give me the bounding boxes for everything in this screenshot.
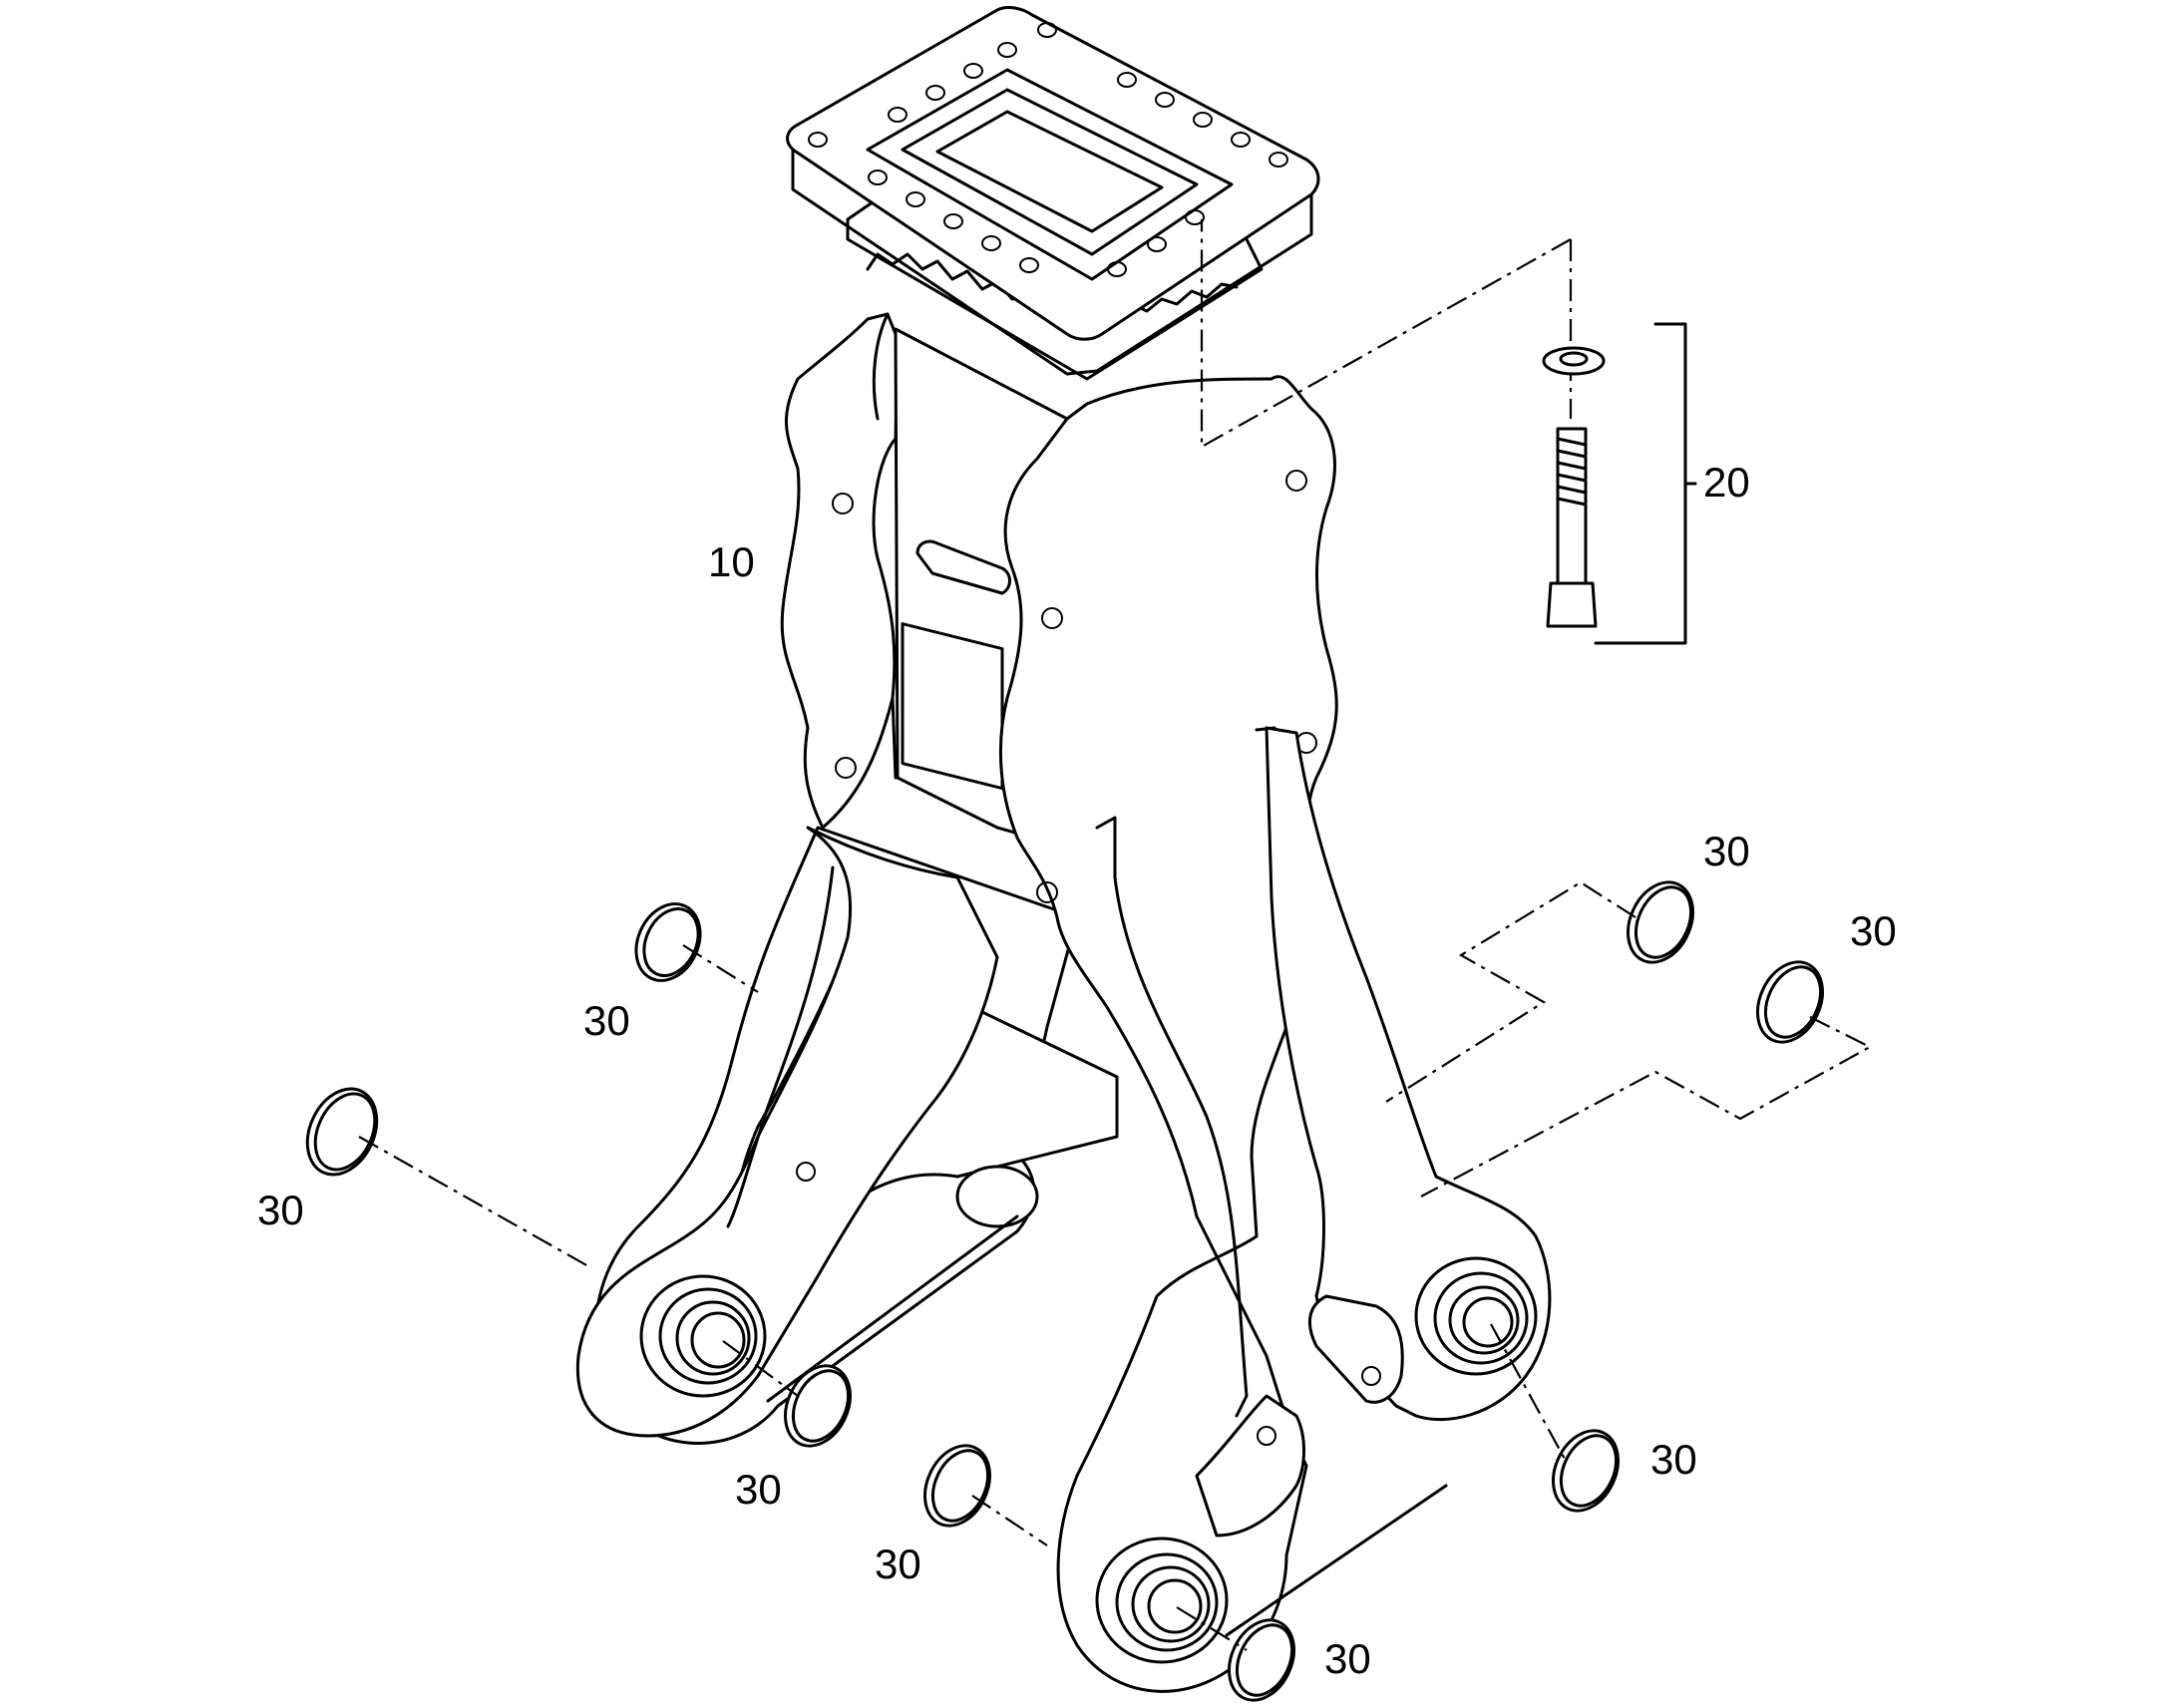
ring (1756, 960, 1824, 1044)
frame-front-left-leg-edge (726, 865, 835, 1228)
ring-leader (682, 944, 759, 993)
axle-line (1225, 1484, 1448, 1637)
ring-leader (1176, 1606, 1248, 1651)
callout-ring: 30 (583, 997, 630, 1044)
bolt-hole (832, 493, 854, 514)
washer (1542, 346, 1606, 376)
callout-ring: 30 (1703, 828, 1750, 874)
flange-bolt-holes (808, 22, 1288, 277)
bolt-hole (1285, 470, 1307, 492)
axle-line (766, 1214, 1019, 1403)
ring-inner (1559, 1434, 1619, 1508)
ring-leader (1420, 1016, 1873, 1197)
bolt-hole (835, 757, 857, 779)
rear-hub (955, 1165, 1039, 1228)
callout-ring: 30 (257, 1187, 304, 1233)
callout-frame: 10 (708, 538, 755, 585)
ring-leader (722, 1340, 799, 1397)
flange-opening-step (935, 110, 1164, 233)
screw-thread (1556, 437, 1588, 507)
callout-ring: 30 (1650, 1436, 1697, 1483)
frame-right-column (998, 375, 1338, 1693)
bolt-hole (1036, 881, 1058, 903)
screw-head (1546, 581, 1598, 628)
screw-kit (1200, 219, 1697, 645)
ring-inner (1634, 885, 1693, 959)
ring-leader (971, 1495, 1048, 1546)
ring-leader (1385, 880, 1636, 1103)
ring-inner (1763, 965, 1823, 1039)
callout-labels: 10 20 30 30 30 30 30 30 30 30 (257, 459, 1897, 1682)
slot-plate (915, 539, 1011, 595)
frame-part (575, 6, 1552, 1693)
ring (1552, 1429, 1620, 1513)
frame-left-column (780, 312, 900, 830)
callout-screw-kit: 20 (1703, 459, 1750, 506)
ring (784, 1364, 852, 1448)
screw-projection (1200, 219, 1572, 449)
screw-kit-bracket (1594, 322, 1697, 645)
callout-ring: 30 (735, 1466, 782, 1513)
ring-inner (1235, 1623, 1294, 1697)
callout-ring: 30 (1850, 907, 1897, 954)
callout-ring: 30 (1324, 1635, 1371, 1682)
grease-nipple (796, 1162, 816, 1182)
washer-hole (1559, 351, 1589, 367)
grease-nipple (1257, 1426, 1276, 1446)
top-flange (786, 6, 1320, 381)
ring-leader (1490, 1323, 1567, 1462)
flange-opening (866, 68, 1234, 281)
ring-leader (358, 1136, 589, 1267)
front-right-hub-block (1195, 1394, 1305, 1537)
right-hub (1414, 1256, 1538, 1376)
ring (1627, 880, 1694, 964)
flange-edge (791, 148, 1313, 376)
ring (923, 1444, 991, 1528)
ring-inner (930, 1449, 990, 1523)
callout-ring: 30 (875, 1540, 921, 1587)
bolt-hole (1041, 607, 1063, 629)
front-right-hub (1095, 1537, 1229, 1664)
ring (1228, 1618, 1295, 1702)
front-left-hub (639, 1274, 767, 1398)
frame-right-column-rib (1095, 816, 1249, 1418)
frame-right-rear-leg (1265, 726, 1552, 1422)
ring-parts (305, 880, 1873, 1702)
flange-opening-inner (901, 88, 1199, 256)
frame-left-column-edge (872, 312, 898, 780)
grease-nipple (1361, 1366, 1381, 1386)
